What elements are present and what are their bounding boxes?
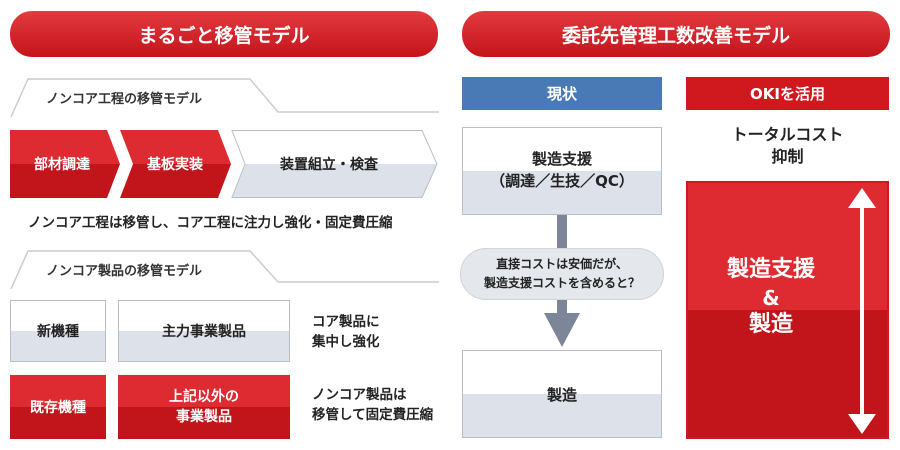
- chevron-label-1: 部材調達: [34, 157, 90, 173]
- oki-combined-box: [686, 181, 889, 439]
- right-header-text: 委託先管理工数改善モデル: [561, 24, 790, 47]
- current-label-text: 現状: [546, 85, 577, 103]
- box-main-products-label: 主力事業製品: [162, 324, 246, 340]
- chevron-3: [231, 130, 438, 198]
- box-other-products: 上記以外の 事業製品: [118, 375, 290, 439]
- note-noncore-process: ノンコア工程は移管し、コア工程に注力し強化・固定費圧縮: [28, 215, 393, 231]
- left-header-text: まるごと移管モデル: [138, 24, 310, 47]
- box-existing-model-label: 既存機種: [30, 400, 86, 416]
- chevron-1: [10, 130, 120, 198]
- oki-box-line1: 製造支援: [726, 257, 815, 282]
- cost-question-bubble: 直接コストは安価だが、 製造支援コストを含めると？: [460, 248, 664, 300]
- current-label: 現状: [462, 77, 662, 110]
- box-manufacturing: 製造: [462, 350, 662, 438]
- tab1-outline: [10, 78, 439, 118]
- box-existing-model: 既存機種: [10, 375, 106, 439]
- tab2-outline: [10, 250, 439, 290]
- note-core-products: コア製品に 集中し強化: [312, 314, 380, 350]
- oki-box-text: 製造支援 & 製造: [686, 256, 856, 339]
- box-new-model-label: 新機種: [37, 324, 79, 340]
- left-header: まるごと移管モデル: [10, 11, 438, 57]
- oki-label-text: OKIを活用: [750, 85, 825, 103]
- box-main-products: 主力事業製品: [118, 300, 290, 362]
- chevron-label-2: 基板実装: [147, 157, 203, 173]
- cost-question-text: 直接コストは安価だが、 製造支援コストを含めると？: [483, 256, 640, 290]
- process-chevrons: [10, 130, 438, 198]
- double-arrow-icon: [848, 188, 876, 434]
- note-noncore-products: ノンコア製品は 移管して固定費圧縮: [312, 387, 434, 423]
- chevron-2: [120, 130, 231, 198]
- box-new-model: 新機種: [10, 300, 106, 362]
- box-other-products-label: 上記以外の 事業製品: [169, 388, 239, 425]
- oki-box-line2: 製造: [748, 311, 793, 337]
- tab2-label: ノンコア製品の移管モデル: [46, 264, 203, 279]
- chevron-label-3: 装置組立・検査: [280, 157, 378, 173]
- total-cost-subtitle: トータルコスト 抑制: [731, 125, 844, 166]
- box-mfg-support: 製造支援 （調達／生技／QC）: [462, 127, 662, 215]
- box-manufacturing-label: 製造: [546, 385, 577, 404]
- oki-label: OKIを活用: [686, 77, 889, 110]
- box-mfg-support-label: 製造支援 （調達／生技／QC）: [490, 150, 634, 190]
- right-header: 委託先管理工数改善モデル: [462, 11, 890, 57]
- oki-box-amp: &: [762, 285, 780, 310]
- tab1-label: ノンコア工程の移管モデル: [46, 92, 203, 107]
